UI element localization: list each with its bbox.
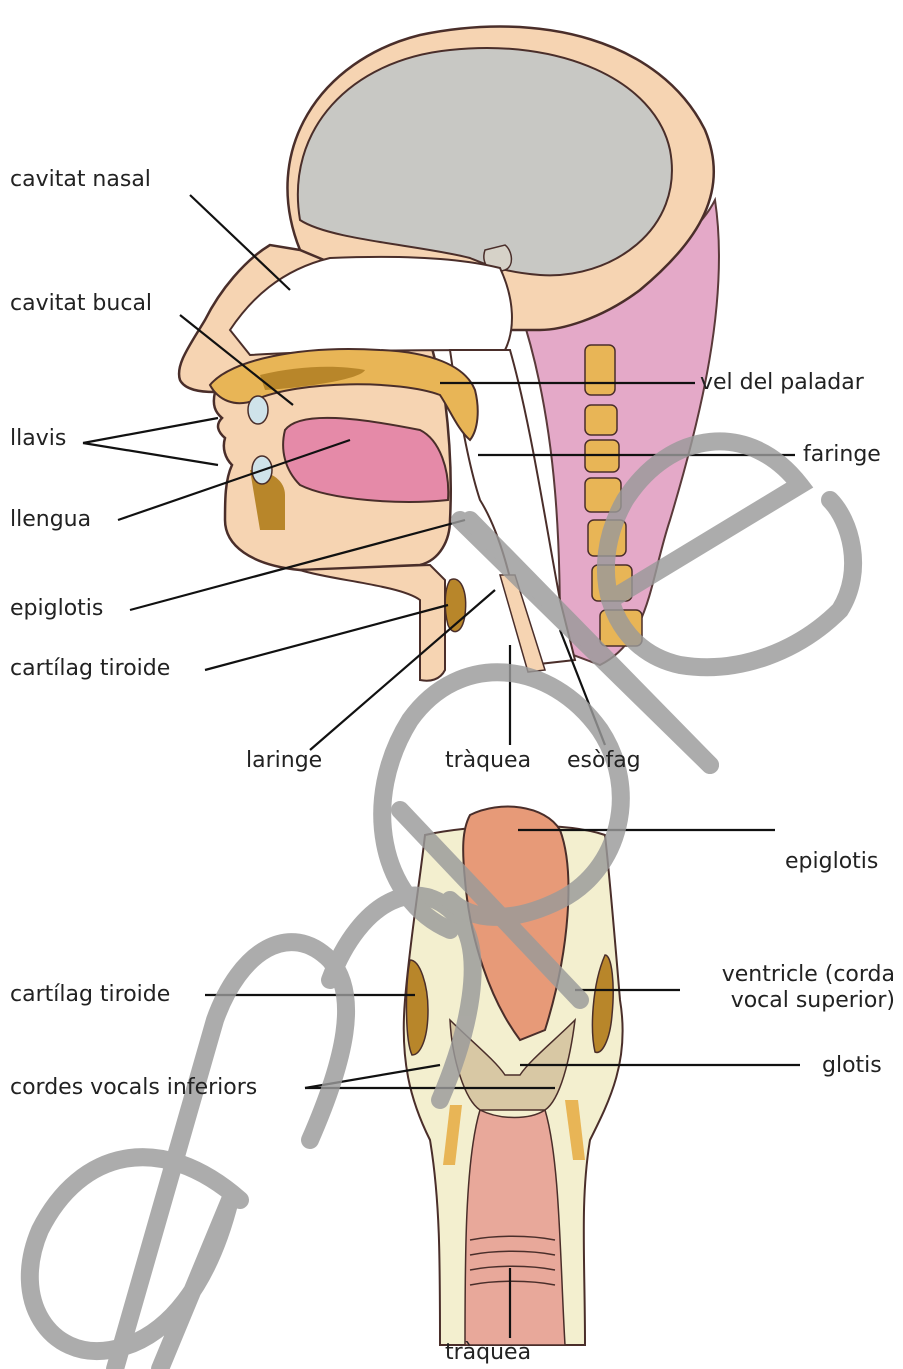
line-llavis-upper bbox=[83, 418, 218, 443]
label-ventricle-line2: vocal superior) bbox=[731, 988, 895, 1014]
label-traquea-bottom: tràquea bbox=[445, 1340, 531, 1366]
line-llavis-lower bbox=[83, 443, 218, 465]
label-esofag: esòfag bbox=[567, 748, 641, 774]
label-epiglotis-bottom: epiglotis bbox=[785, 849, 878, 875]
trachea-bottom bbox=[465, 1110, 565, 1345]
neck-front bbox=[300, 565, 445, 681]
label-faringe: faringe bbox=[803, 442, 881, 468]
label-cartilag-tiroide-top: cartílag tiroide bbox=[10, 656, 170, 682]
label-cavitat-bucal: cavitat bucal bbox=[10, 291, 152, 317]
label-epiglotis-top: epiglotis bbox=[10, 596, 103, 622]
upper-lip-mark bbox=[248, 396, 268, 424]
label-laringe: laringe bbox=[246, 748, 322, 774]
label-cavitat-nasal: cavitat nasal bbox=[10, 167, 151, 193]
label-llengua: llengua bbox=[10, 507, 91, 533]
watermark-a bbox=[30, 1157, 240, 1369]
label-ventricle-line1: ventricle (corda bbox=[722, 962, 895, 988]
label-vel-del-paladar: vel del paladar bbox=[700, 370, 864, 396]
label-cartilag-tiroide-bottom: cartílag tiroide bbox=[10, 982, 170, 1008]
label-llavis: llavis bbox=[10, 426, 66, 452]
line-cartilag-top bbox=[205, 605, 448, 670]
label-glotis: glotis bbox=[822, 1053, 882, 1079]
label-traquea-top: tràquea bbox=[445, 748, 531, 774]
label-cordes-vocals-inferiors: cordes vocals inferiors bbox=[10, 1075, 257, 1101]
